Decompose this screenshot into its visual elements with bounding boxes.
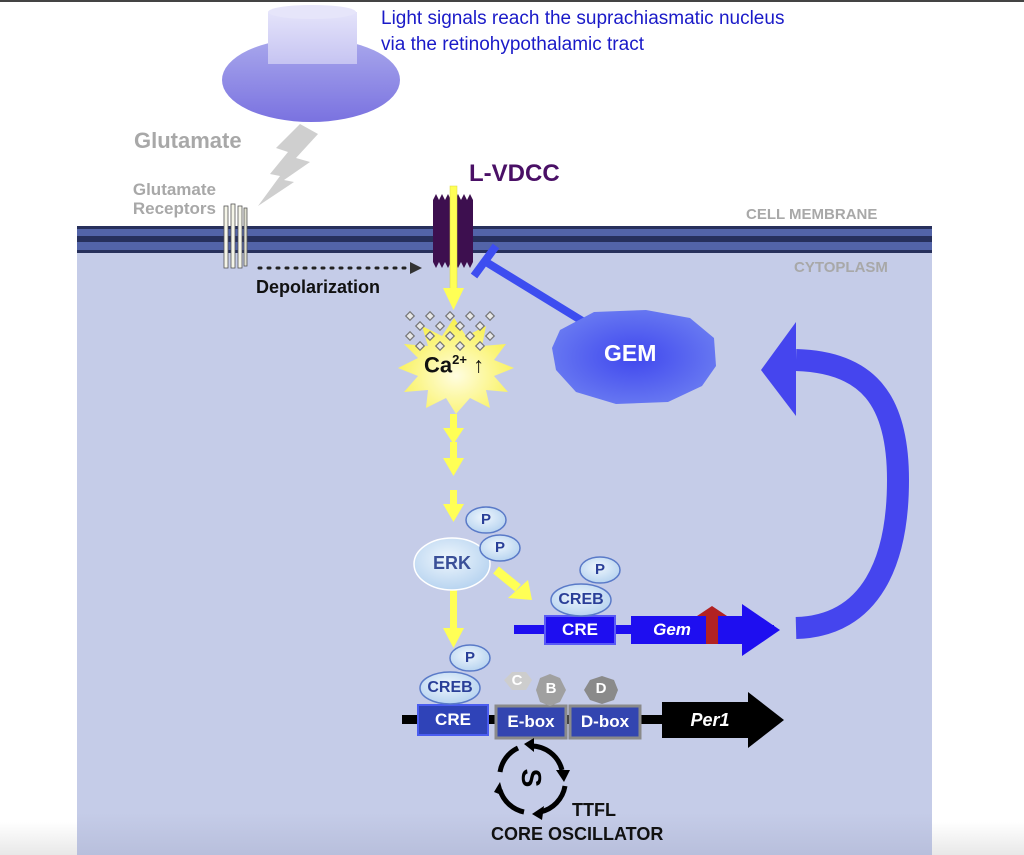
phospho-label: P [480, 511, 491, 528]
caption-line-2: via the retinohypothalamic tract [381, 34, 644, 55]
calcium-ion-dot [444, 330, 456, 342]
calcium-ion-dot [474, 320, 486, 332]
caption-text: Light signals reach the suprachiasmatic … [381, 6, 941, 58]
per1-label: Per1 [690, 710, 730, 730]
clock-b-label: B [545, 680, 557, 697]
cre-per1-label: CRE [435, 710, 471, 729]
clock-protein-b [536, 674, 566, 706]
calcium-charge: 2+ [452, 352, 467, 367]
calcium-increase-arrow: ↑ [473, 352, 485, 378]
calcium-ion-dot [444, 310, 456, 322]
oscillator-symbol: S [516, 768, 547, 788]
cytoplasm-label: CYTOPLASM [794, 259, 888, 276]
l-vdcc-label: L-VDCC [469, 160, 560, 187]
calcium-ion-dot [404, 310, 416, 322]
depolarization-label: Depolarization [256, 277, 381, 297]
calcium-label: Ca2+ ↑ [424, 352, 484, 378]
glutamate-receptors-label: Glutamate Receptors [132, 180, 216, 218]
cell-membrane-label: CELL MEMBRANE [746, 206, 878, 223]
calcium-ion-dot [454, 340, 466, 352]
erk-label: ERK [432, 553, 471, 573]
calcium-ion-dot [464, 310, 476, 322]
calcium-ion-dots [404, 310, 496, 352]
e-box-label: E-box [507, 712, 555, 731]
calcium-ion-dot [464, 330, 476, 342]
glutamate-lightning-icon [258, 124, 318, 206]
calcium-ion-dot [414, 320, 426, 332]
calcium-ion-dot [484, 330, 496, 342]
creb-label: CREB [558, 591, 604, 608]
retina-light-source-icon [222, 5, 400, 122]
creb-label: CREB [427, 679, 473, 696]
gem-protein [552, 310, 716, 404]
depolarization-arrow [257, 262, 422, 274]
l-vdcc-channel-icon [433, 194, 473, 268]
creb-gem-protein [550, 583, 612, 617]
calcium-ion-dot [404, 330, 416, 342]
core-oscillator-label: CORE OSCILLATOR [491, 824, 664, 844]
calcium-influx-arrow [443, 185, 464, 310]
calcium-ion-dot [474, 340, 486, 352]
creb-per1-phospho [449, 644, 491, 672]
calcium-ion-dot [434, 320, 446, 332]
calcium-ion-dot [434, 340, 446, 352]
gem-gene [514, 604, 780, 656]
creb-per1-protein [419, 671, 481, 705]
clock-protein-c [504, 672, 532, 690]
ttfl-label: TTFL [572, 800, 616, 820]
calcium-ion-dot [414, 340, 426, 352]
calcium-ion-dot [424, 330, 436, 342]
clock-c-label: C [511, 672, 523, 689]
calcium-ion-dot [454, 320, 466, 332]
phospho-label: P [464, 649, 475, 666]
phospho-label: P [494, 539, 505, 556]
glutamate-receptor-icon [223, 203, 248, 269]
erk-phospho-2 [479, 534, 521, 562]
gem-gene-label: Gem [653, 620, 691, 639]
cre-gem-label: CRE [562, 620, 598, 639]
cell-membrane [77, 226, 932, 253]
caption-line-1: Light signals reach the suprachiasmatic … [381, 8, 785, 29]
glutamate-label: Glutamate [134, 128, 242, 153]
calcium-symbol: Ca [424, 352, 453, 378]
calcium-ion-dot [424, 310, 436, 322]
gem-inhibition-line [470, 243, 587, 326]
clock-d-label: D [595, 680, 607, 697]
feedback-arc-arrow [761, 322, 910, 639]
top-border [0, 0, 1024, 2]
clock-protein-d [584, 676, 618, 704]
phospho-label: P [594, 561, 605, 578]
oscillator-arrowheads [494, 738, 570, 820]
gem-protein-label: GEM [604, 340, 657, 366]
creb-gem-phospho [579, 556, 621, 584]
erk-protein [413, 537, 491, 591]
signal-cascade-arrows [443, 414, 532, 648]
d-box-label: D-box [580, 712, 630, 731]
per1-gene [402, 692, 784, 748]
calcium-ion-dot [484, 310, 496, 322]
calcium-burst-icon [398, 318, 514, 414]
erk-phospho-1 [465, 506, 507, 534]
